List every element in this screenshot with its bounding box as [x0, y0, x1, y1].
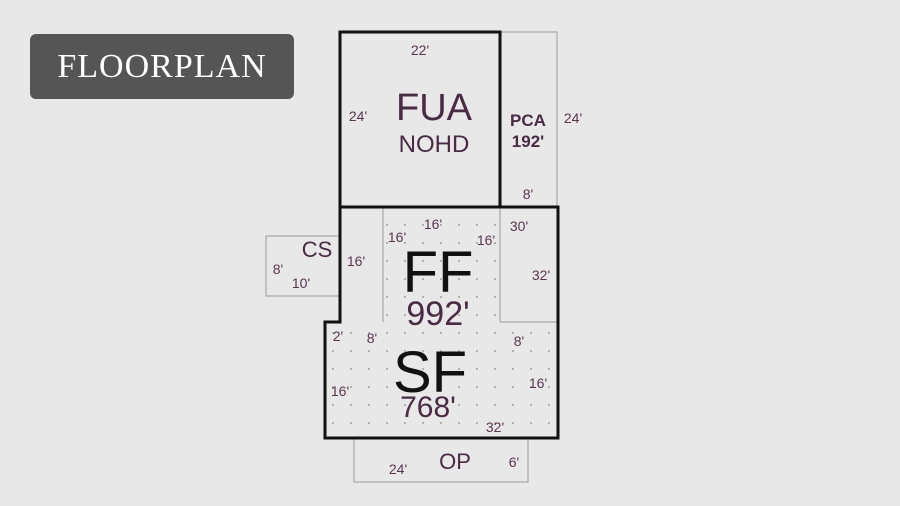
sf-dot-fill: [325, 322, 558, 438]
sf-top-left-dim-1: 2': [333, 328, 343, 344]
ff-sf-outline: [323, 205, 560, 440]
ff-right-dim: 32': [532, 267, 550, 283]
ff-inner-right-dim: 16': [477, 232, 495, 248]
sf-left-dim: 16': [331, 383, 349, 399]
fua-sublabel: NOHD: [399, 131, 470, 158]
cs-height-dim: 8': [273, 261, 283, 277]
floorplan-title-badge: FLOORPLAN: [30, 34, 294, 99]
page-title: FLOORPLAN: [57, 47, 267, 85]
sf-top-right-dim: 8': [514, 333, 524, 349]
sf-right-dim: 16': [529, 375, 547, 391]
fua-label: FUA: [396, 87, 473, 129]
fua-width-dim: 22': [411, 42, 429, 58]
sf-bottom-dim: 32': [486, 419, 504, 435]
op-height-dim: 6': [509, 454, 519, 470]
op-label: OP: [439, 449, 471, 474]
sf-area: 768': [400, 391, 456, 424]
pca-width-dim: 8': [523, 186, 533, 202]
op-width-dim: 24': [389, 461, 407, 477]
cs-label: CS: [302, 237, 333, 262]
fua-height-dim: 24': [349, 108, 367, 124]
ff-left-dim: 16': [347, 253, 365, 269]
pca-area: 192': [512, 132, 544, 151]
pca-label: PCA: [510, 111, 546, 130]
cs-width-dim: 10': [292, 275, 310, 291]
ff-area: 992': [406, 295, 469, 333]
sf-top-left-dim-2: 8': [367, 330, 377, 346]
ff-corner-dim: 30': [510, 218, 528, 234]
pca-height-dim: 24': [564, 110, 582, 126]
ff-top-dim: 16': [424, 216, 442, 232]
ff-dot-fill: [383, 207, 500, 322]
ff-label: FF: [403, 240, 474, 305]
sf-label: SF: [393, 340, 467, 405]
ff-inner-left-dim: 16': [388, 229, 406, 245]
